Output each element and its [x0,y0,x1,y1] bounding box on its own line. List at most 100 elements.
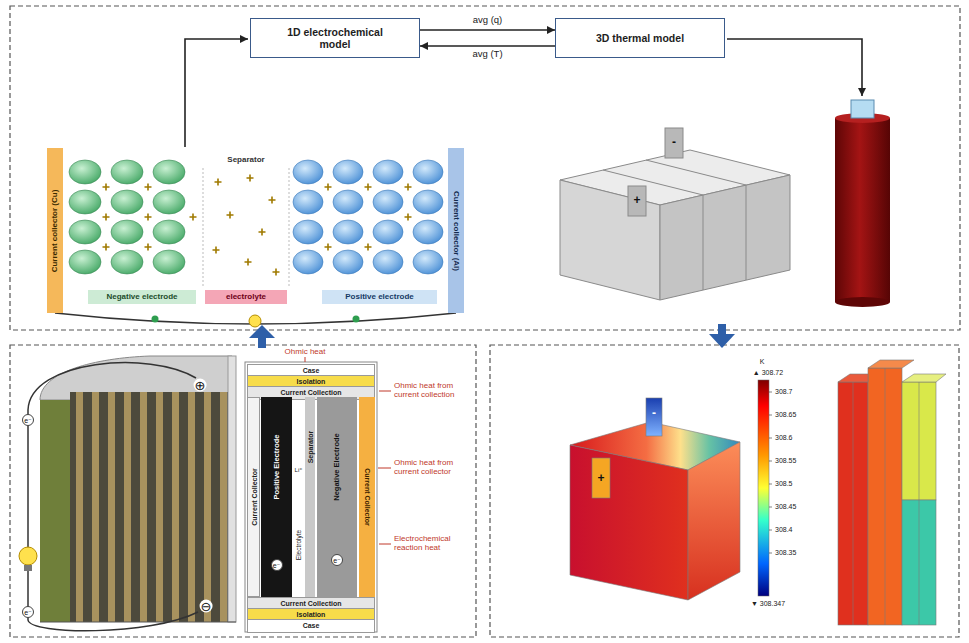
cell-cutaway [228,356,236,622]
cell-cutaway [24,565,32,571]
electron-symbol: e⁻ [331,554,343,566]
cell-schematic [373,190,403,214]
cell-schematic [69,190,101,214]
cell-cutaway [220,392,227,622]
cell-schematic [325,184,332,191]
cell-schematic [153,250,185,274]
prismatic-cell [628,186,646,216]
scale-tick: 308.65 [775,411,796,419]
cylindrical-cell [835,100,890,307]
scale-tick: 308.4 [775,526,793,534]
electron-symbol: e⁻ [22,606,34,618]
cell-schematic [103,244,110,251]
callout-text: Ohmic heat from current collection [394,381,470,399]
color-scale-bar [769,484,772,485]
cell-schematic [103,175,412,276]
cell-schematic [111,160,143,184]
thermal-field-block [919,382,920,625]
cell-schematic [190,214,197,221]
transfer-arrow [709,334,735,348]
node-text: Current Collector [364,468,371,526]
node-text: Isolation [297,378,326,386]
terminal-symbol: ⊕ [194,379,207,392]
leader-line [379,391,391,392]
cell-schematic [111,250,143,274]
scale-tick: 308.6 [775,434,793,442]
color-scale-bar [769,530,772,531]
cell-cutaway [204,392,211,622]
model-box: 1D electrochemical model [250,18,420,58]
cell-cutaway [172,392,179,622]
thermal-field-cell [688,442,740,600]
cell-schematic [413,250,443,274]
terminal-symbol: ⊖ [200,600,213,613]
scale-tick: 308.35 [775,549,796,557]
cell-schematic [353,316,360,323]
layer-detail-frame [245,362,377,632]
cell-schematic [333,190,363,214]
terminal-sign: + [633,194,640,206]
cell-cutaway [40,622,236,623]
cell-schematic [203,168,289,286]
cell-schematic [413,160,443,184]
current-collector-bar: Current collector (Al) [448,148,464,313]
thermal-field-block [885,368,886,625]
current-collector-layer: Current Collector [247,397,260,597]
cell-schematic [227,212,234,219]
cell-schematic [413,220,443,244]
thermal-field-cell [592,458,610,498]
cell-schematic [153,160,185,184]
thermal-field-block [853,382,854,625]
cell-cutaway [140,392,147,622]
cell-schematic [153,220,185,244]
cell-schematic [269,197,276,204]
current-collector-layer: Current Collector [359,397,375,597]
cell-schematic [245,259,252,266]
node-text: Positive Electrode [273,434,281,499]
terminal-sign: + [597,472,604,484]
flow-arrow [185,39,248,147]
cell-cutaway [92,392,99,622]
thermal-field-block [838,382,868,625]
model-box: 3D thermal model [555,18,725,58]
cell-schematic [293,160,323,184]
prismatic-cell [560,180,660,300]
cylindrical-cell [851,100,874,118]
prismatic-cell [603,170,703,195]
cell-schematic [405,184,412,191]
region-label: Electrolyte [295,530,302,560]
prismatic-cell [660,175,790,300]
case-layer: Case [247,619,375,633]
scale-tick: 308.5 [775,480,793,488]
node-text: Current Collection [280,600,341,608]
flow-connector [420,29,555,31]
cell-schematic [145,214,152,221]
cell-cutaway [76,392,83,622]
thermal-field-cell [646,398,662,436]
cell-schematic [333,160,363,184]
negative-electrode-layer: Negative Electrode [317,397,357,597]
cell-cutaway [156,392,163,622]
thermal-field-cell [570,398,740,600]
node-text: Current collector (Al) [452,190,460,270]
cell-schematic [293,160,443,274]
cell-schematic [249,315,261,327]
cell-schematic [365,184,372,191]
cell-schematic [111,220,143,244]
cell-schematic [373,250,403,274]
edge-label: avg (T) [470,49,504,59]
node-text: 3D thermal model [596,32,684,44]
cell-schematic [153,190,185,214]
cell-schematic [413,190,443,214]
cell-schematic [145,184,152,191]
cell-schematic [69,250,101,274]
node-text: Case [303,367,320,375]
electrode-band: Negative electrode [88,290,196,304]
thermal-field-cell [570,445,688,600]
cell-schematic [152,316,159,323]
prismatic-cell [746,185,747,280]
node-text: Current Collection [280,389,341,397]
electron-symbol: e⁻ [22,414,34,426]
leader-line [378,468,391,469]
